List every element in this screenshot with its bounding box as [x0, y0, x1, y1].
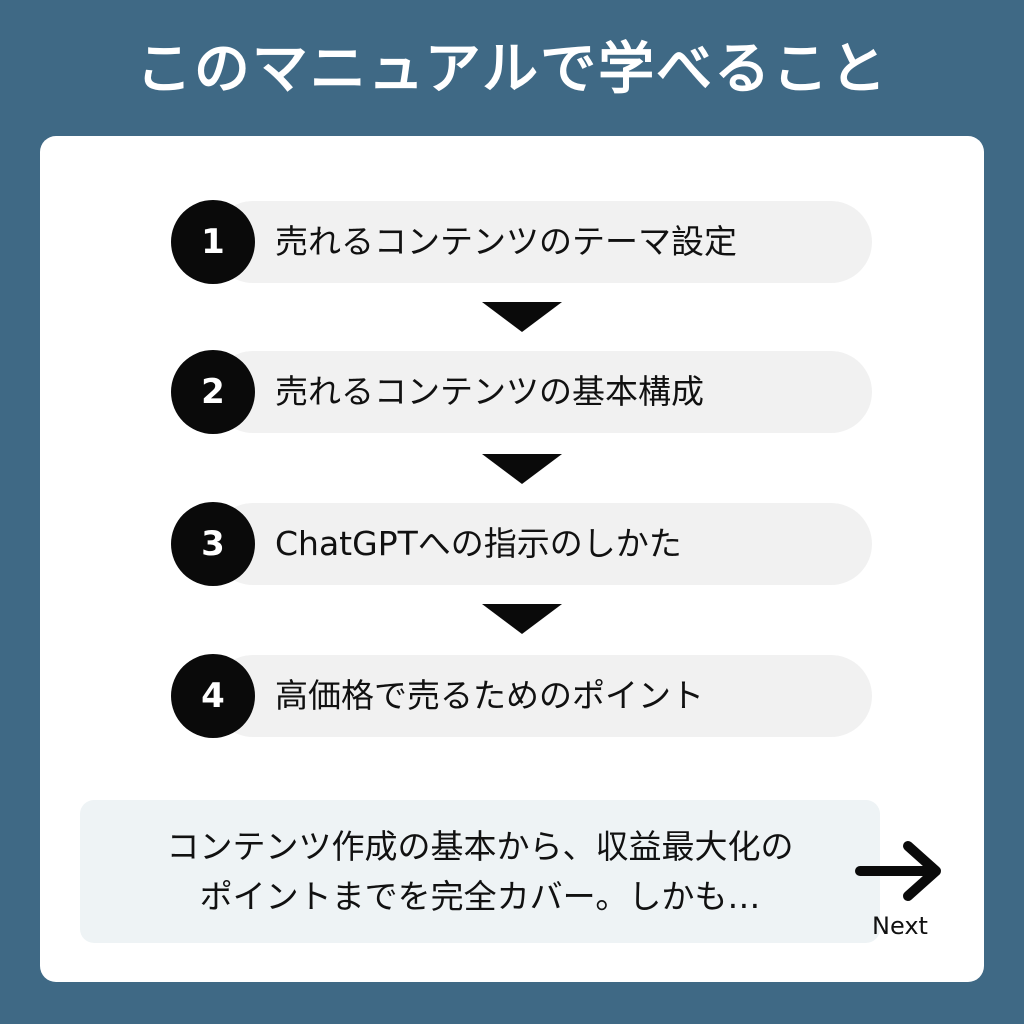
- step-label: ChatGPTへの指示のしかた: [275, 524, 682, 563]
- step-pill: [212, 201, 872, 283]
- step-4: 4 高価格で売るためのポイント: [171, 654, 875, 738]
- step-pill: [212, 503, 872, 585]
- summary-box: コンテンツ作成の基本から、収益最大化の ポイントまでを完全カバー。しかも…: [80, 800, 880, 943]
- step-label: 売れるコンテンツのテーマ設定: [275, 222, 737, 261]
- step-2: 2 売れるコンテンツの基本構成: [171, 350, 875, 434]
- step-1: 1 売れるコンテンツのテーマ設定: [171, 200, 875, 284]
- step-3: 3 ChatGPTへの指示のしかた: [171, 502, 875, 586]
- arrow-down-icon: [482, 302, 562, 332]
- step-pill: [212, 655, 872, 737]
- step-label: 高価格で売るためのポイント: [275, 676, 704, 715]
- step-number-badge: 4: [171, 654, 255, 738]
- content-card: 1 売れるコンテンツのテーマ設定 2 売れるコンテンツの基本構成 3 ChatG…: [40, 136, 984, 982]
- step-label: 売れるコンテンツの基本構成: [275, 372, 704, 411]
- step-pill: [212, 351, 872, 433]
- next-button[interactable]: Next: [852, 836, 948, 946]
- page-title: このマニュアルで学べること: [135, 37, 889, 102]
- arrow-right-icon: [855, 841, 941, 901]
- step-number-badge: 2: [171, 350, 255, 434]
- step-number-badge: 1: [171, 200, 255, 284]
- step-number-badge: 3: [171, 502, 255, 586]
- arrow-down-icon: [482, 454, 562, 484]
- next-label: Next: [872, 912, 928, 940]
- summary-line-2: ポイントまでを完全カバー。しかも…: [199, 877, 761, 916]
- summary-line-1: コンテンツ作成の基本から、収益最大化の: [166, 827, 794, 866]
- arrow-down-icon: [482, 604, 562, 634]
